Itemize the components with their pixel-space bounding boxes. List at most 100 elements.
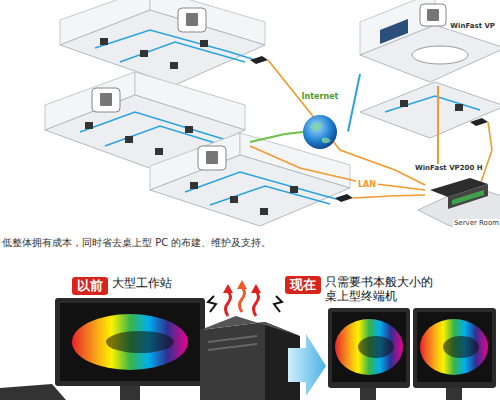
tower-top — [200, 316, 300, 336]
server-room-node: WinFast VP200 H Server Room — [414, 164, 500, 227]
node-label: Internet — [292, 92, 348, 101]
keyboard — [0, 384, 66, 400]
floor-slab — [360, 82, 500, 138]
monitor-screen — [60, 303, 200, 381]
internet-globe — [303, 115, 337, 149]
drive-bay — [208, 344, 257, 350]
conference-floor — [360, 0, 500, 138]
internet-globe-node: Internet — [292, 92, 348, 150]
desk-monitor — [100, 38, 108, 45]
rainbow-shadow — [106, 331, 174, 353]
lan-cable — [120, 42, 245, 62]
network-switch — [470, 118, 488, 126]
heat-arrowhead — [251, 284, 261, 293]
terminal-icon — [186, 13, 198, 26]
monitor-frame — [413, 308, 496, 388]
callout-bubble — [178, 8, 206, 32]
server-rack — [448, 184, 488, 209]
lan-cable-orange — [268, 60, 425, 185]
heat-arrow — [240, 287, 245, 312]
lan-cable-orange — [250, 146, 425, 190]
desk-monitor — [125, 136, 133, 143]
heat-arrowhead — [237, 280, 247, 289]
office-floor — [45, 72, 250, 170]
desk-monitor — [140, 50, 148, 57]
lan-cable — [95, 30, 255, 60]
lan-cable-orange — [480, 122, 492, 185]
desk-monitor — [290, 186, 298, 193]
desk-monitor — [185, 126, 193, 133]
heading: 大型工作站 — [112, 275, 172, 290]
lan-cable — [210, 186, 330, 205]
workstation-illustration — [0, 280, 300, 400]
lan-cable-orange — [353, 195, 425, 198]
network-cable — [348, 74, 360, 131]
transition-arrow — [288, 334, 326, 396]
desk-monitor — [230, 196, 238, 203]
noise-zigzag — [208, 296, 216, 312]
desk-monitor — [400, 100, 408, 107]
internet-cable — [250, 132, 303, 142]
terminal-illustration — [288, 308, 496, 400]
conference-floor-node: WinFast VP — [360, 8, 498, 86]
desk-monitor — [200, 40, 208, 47]
floor-slab — [60, 10, 265, 85]
monitor-screen — [417, 312, 492, 382]
callout-bubble — [198, 146, 226, 170]
lan-cable — [105, 126, 225, 146]
monitor-stand — [360, 388, 376, 400]
monitor-frame — [55, 298, 205, 386]
noise-zigzag — [274, 296, 282, 312]
network-cable — [437, 86, 439, 164]
floor-slab — [45, 95, 245, 170]
badge-label: 现在 — [285, 276, 321, 294]
rainbow-image — [335, 319, 403, 375]
product-label: WinFast VP — [449, 22, 496, 30]
rainbow-shadow — [358, 336, 394, 358]
lan-cable — [185, 172, 340, 200]
caption-text: 低整体拥有成本，同时省去桌上型 PC 的布建、维护及支持。 — [2, 236, 271, 250]
room-label: Server Room — [453, 219, 500, 227]
rainbow-shadow — [443, 336, 479, 358]
terminal-icon — [206, 151, 218, 164]
rainbow-image — [420, 319, 488, 375]
server-card — [452, 190, 484, 205]
desk-monitor — [170, 62, 178, 69]
network-label: LAN — [356, 180, 378, 189]
globe-continent — [310, 122, 331, 143]
monitor-stand — [120, 386, 140, 400]
desk-monitor — [85, 122, 93, 129]
terminal-icon — [100, 93, 112, 106]
callout-bubble — [92, 88, 120, 112]
drive-bay — [208, 336, 257, 342]
callout-bubble — [420, 4, 446, 26]
tower-front — [200, 322, 265, 400]
monitor-stand — [446, 388, 462, 400]
lan-cable — [385, 96, 480, 112]
desk-monitor — [455, 104, 463, 111]
heat-arrowhead — [223, 284, 233, 293]
desk-monitor — [190, 182, 198, 189]
before-badge-node: 以前大型工作站 — [72, 275, 172, 295]
lan-cable — [80, 112, 238, 144]
monitor-frame — [328, 308, 410, 388]
office-floor — [60, 0, 268, 85]
heading: 只需要书本般大小的桌上型终端机 — [325, 274, 440, 303]
heat-arrow — [226, 291, 231, 316]
network-switch — [250, 56, 268, 64]
floor-slab — [150, 155, 350, 226]
network-switch — [335, 194, 353, 202]
product-label: WinFast VP200 H — [414, 164, 484, 172]
monitor-screen — [332, 312, 406, 382]
desk-monitor — [260, 208, 268, 215]
terminal-icon — [427, 9, 439, 21]
heat-arrow — [254, 291, 259, 316]
rainbow-image — [72, 314, 188, 370]
badge-label: 以前 — [72, 277, 108, 295]
wall-screen — [380, 19, 408, 44]
conference-table — [412, 46, 468, 64]
now-badge-node: 现在只需要书本般大小的桌上型终端机 — [285, 274, 440, 303]
